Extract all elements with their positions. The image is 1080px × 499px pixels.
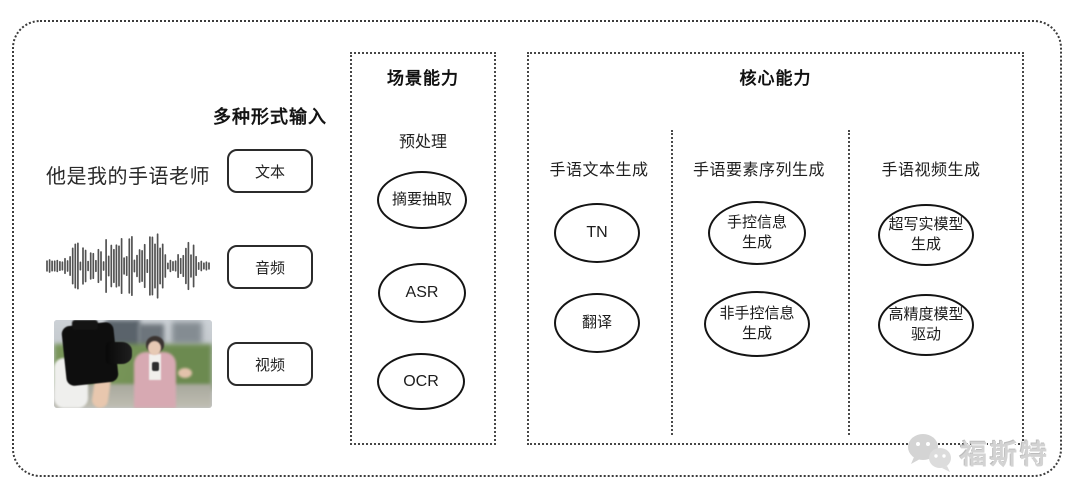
core-capability-title: 核心能力 bbox=[739, 69, 812, 88]
input-section-heading: 多种形式输入 bbox=[213, 107, 327, 127]
node-hyperrealistic-model-generation: 超写实模型生成 bbox=[878, 204, 974, 266]
photo-microphone bbox=[152, 362, 159, 371]
scene-capability-box bbox=[350, 52, 496, 445]
wechat-icon bbox=[908, 434, 951, 472]
column-divider bbox=[848, 130, 850, 435]
photo-reporter-hand bbox=[178, 368, 192, 378]
column-header-sign-video-generation: 手语视频生成 bbox=[881, 162, 981, 179]
core-capability-box bbox=[527, 52, 1024, 445]
preprocessing-label: 预处理 bbox=[398, 134, 447, 151]
node-tn: TN bbox=[554, 203, 640, 263]
column-divider bbox=[671, 130, 673, 435]
watermark: 福斯特 bbox=[904, 430, 1050, 474]
outer-dotted-frame bbox=[12, 20, 1062, 477]
node-manual-info-generation: 手控信息生成 bbox=[708, 201, 806, 265]
node-nonmanual-info-generation: 非手控信息生成 bbox=[704, 291, 810, 357]
input-node-text: 文本 bbox=[227, 149, 313, 193]
node-summary-extraction: 摘要抽取 bbox=[377, 171, 467, 229]
node-ocr: OCR bbox=[377, 353, 465, 410]
input-node-video: 视频 bbox=[227, 342, 313, 386]
node-asr: ASR bbox=[378, 263, 466, 323]
photo-reporter-face bbox=[148, 341, 161, 355]
column-header-sign-text-generation: 手语文本生成 bbox=[549, 162, 649, 179]
node-high-precision-model-driving: 高精度模型驱动 bbox=[878, 294, 974, 356]
node-translation: 翻译 bbox=[554, 293, 640, 353]
sample-sentence-text: 他是我的手语老师 bbox=[46, 166, 210, 188]
column-header-sign-element-sequence-generation: 手语要素序列生成 bbox=[692, 162, 825, 179]
video-input-photo bbox=[54, 320, 212, 408]
audio-waveform-icon bbox=[46, 233, 210, 299]
photo-building bbox=[172, 322, 202, 344]
photo-camera-lens bbox=[106, 342, 132, 364]
photo-camera-top bbox=[72, 320, 98, 330]
watermark-text: 福斯特 bbox=[960, 439, 1050, 470]
scene-capability-title: 场景能力 bbox=[387, 69, 459, 88]
input-node-audio: 音频 bbox=[227, 245, 313, 289]
